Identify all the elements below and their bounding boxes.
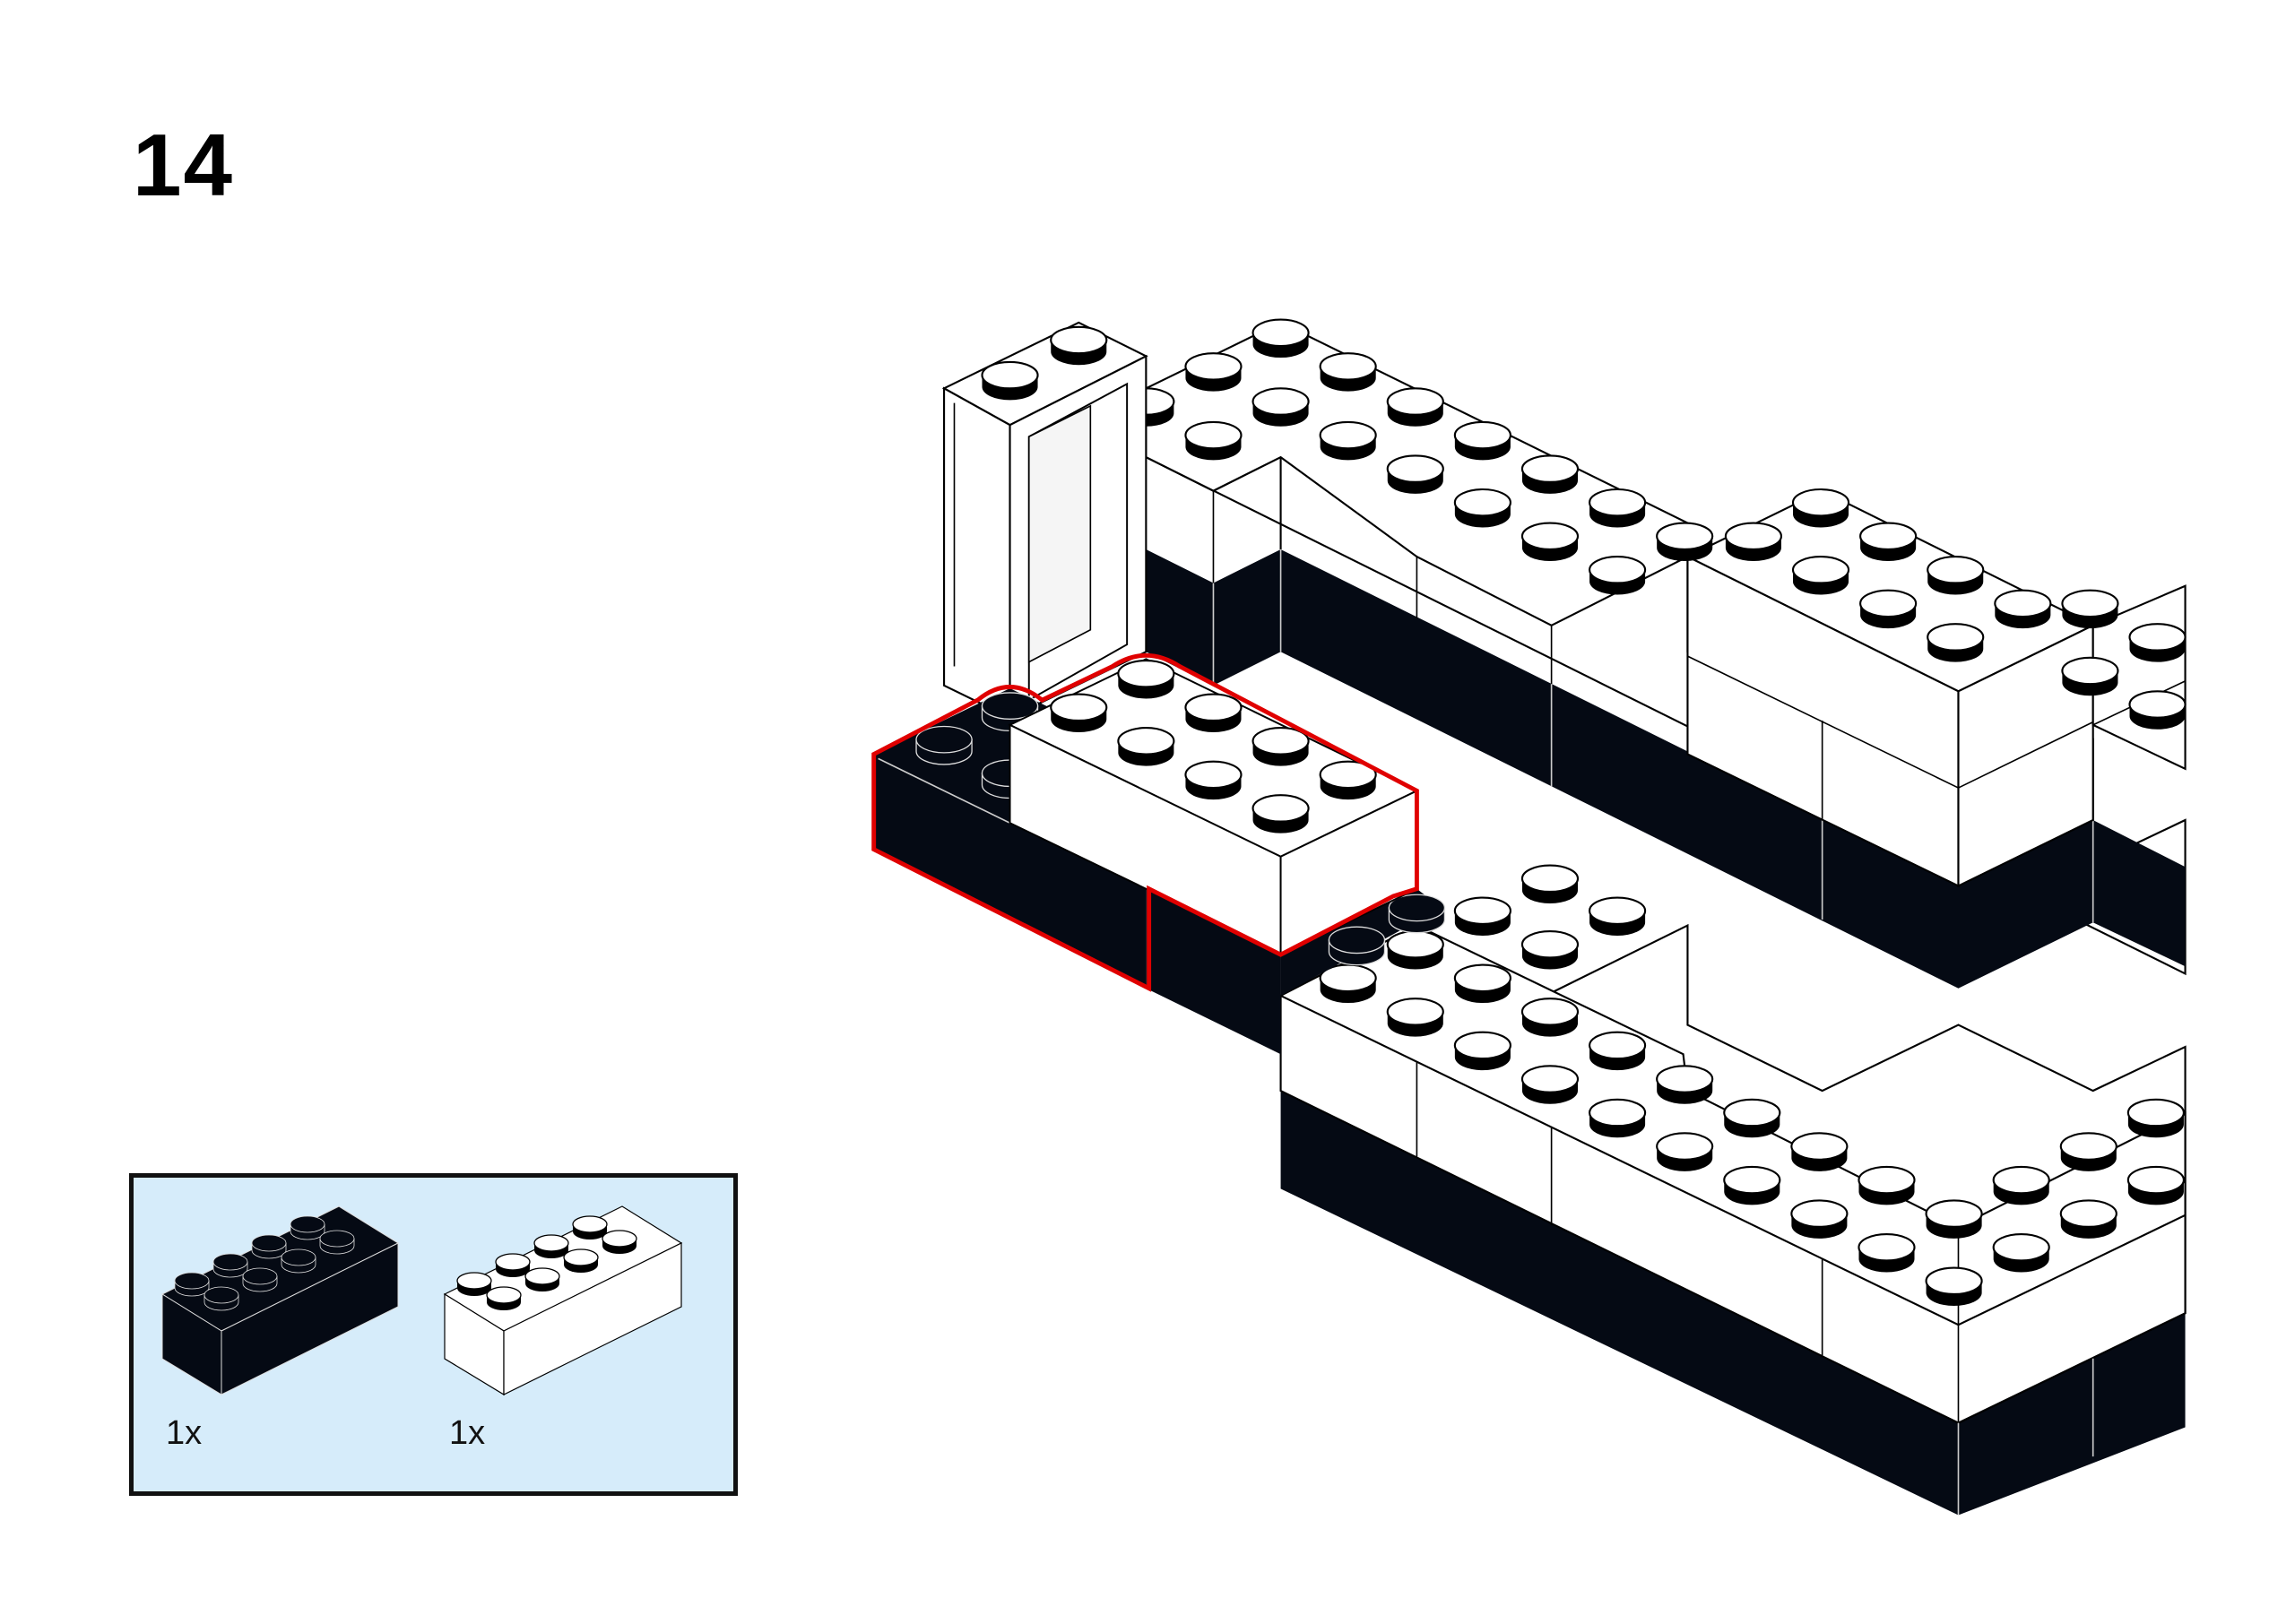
- stud: [204, 1286, 239, 1311]
- front-wall: [1279, 864, 2187, 1516]
- part-white-brick-2x4: [443, 1205, 683, 1396]
- door-frame: [941, 321, 1148, 720]
- stud: [242, 1267, 278, 1292]
- dark-connector: [1146, 888, 1446, 1055]
- stud: [251, 1234, 287, 1259]
- stud: [524, 1267, 560, 1292]
- stud: [212, 1253, 248, 1278]
- part-quantity: 1x: [449, 1414, 486, 1452]
- step-number: 14: [133, 116, 235, 214]
- stud: [456, 1272, 492, 1297]
- stud: [281, 1248, 316, 1274]
- stud: [572, 1215, 608, 1240]
- stud: [602, 1230, 637, 1255]
- stud: [495, 1253, 531, 1278]
- stud: [290, 1215, 325, 1240]
- stud: [319, 1230, 355, 1255]
- stud: [486, 1286, 522, 1311]
- part-quantity: 1x: [166, 1414, 203, 1452]
- parts-list: 1x 1x: [129, 1173, 738, 1496]
- part-black-brick-2x4: [160, 1205, 400, 1395]
- new-bricks-highlight: [871, 652, 1419, 992]
- stud: [563, 1248, 599, 1274]
- parts-list-bricks: [134, 1178, 733, 1491]
- stud: [533, 1234, 569, 1259]
- stud: [174, 1272, 210, 1297]
